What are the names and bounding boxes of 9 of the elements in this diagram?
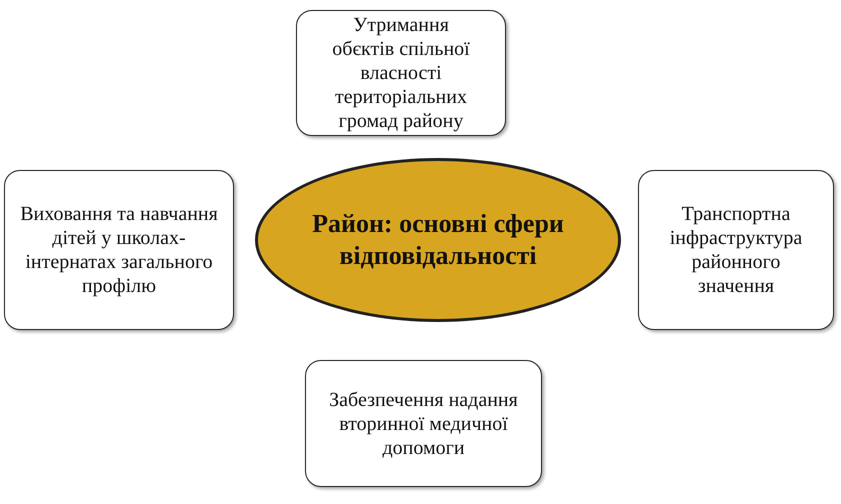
rounded-box — [638, 170, 834, 330]
box-text: Виховання та навчання дітей у школах-інтернатах загального профілю — [19, 202, 219, 298]
rounded-box — [305, 360, 542, 487]
center-title: Район: основні сфери відповідальності — [311, 208, 565, 272]
box-text: Забезпечення надання вторинної медичної допомоги — [328, 388, 519, 460]
rounded-box — [4, 170, 234, 330]
rounded-box — [296, 10, 506, 136]
box-text: Транспортна інфраструктура районного значення — [669, 202, 803, 298]
box-text: Утримання обєктів спільної власності територіальних громад району — [331, 13, 471, 133]
